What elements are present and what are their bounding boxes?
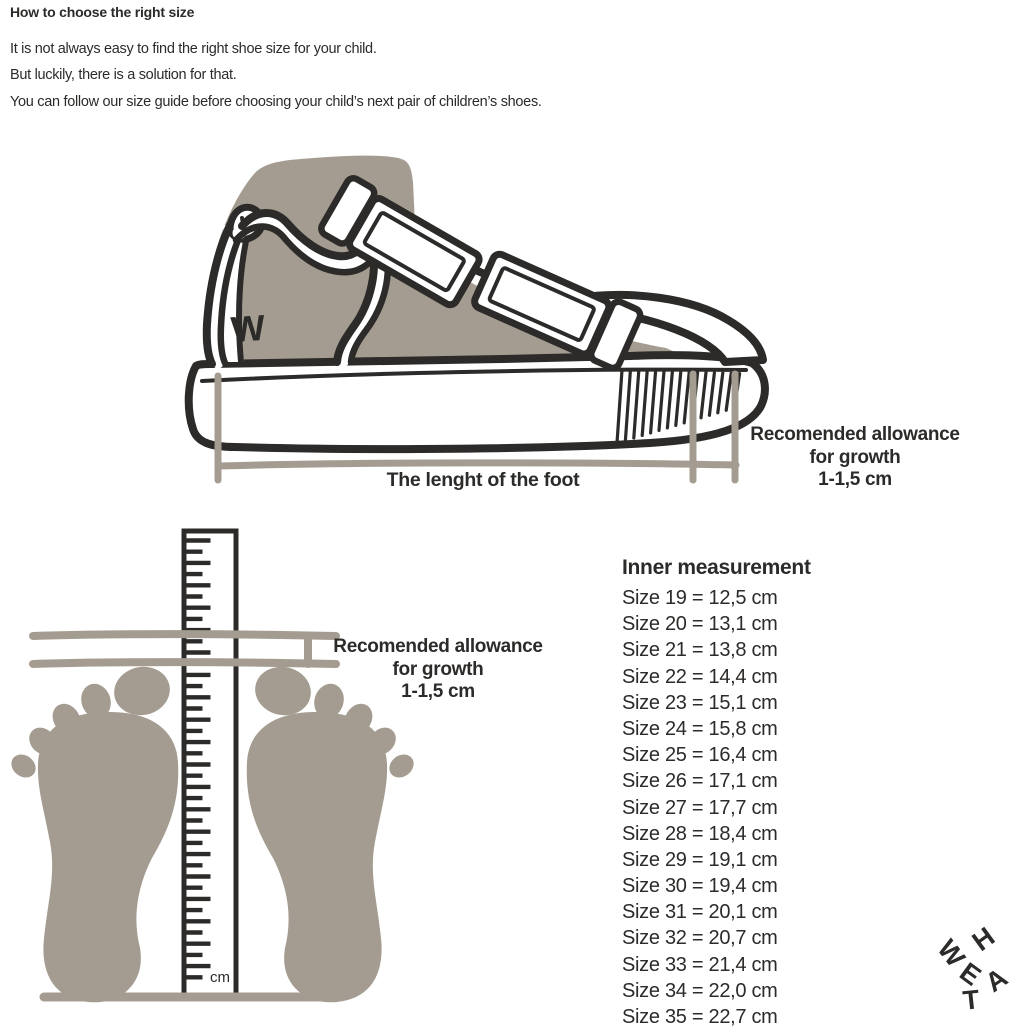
heel-back-outer-line (202, 208, 242, 368)
ruler-growth-note: Recomended allowance for growth 1-1,5 cm (330, 636, 546, 704)
size-table: Inner measurement Size 19 = 12,5 cm Size… (622, 556, 811, 1030)
size-row: Size 31 = 20,1 cm (622, 901, 778, 924)
intro-line-1: It is not always easy to find the right … (10, 41, 377, 57)
toe-2 (81, 683, 111, 719)
size-row: Size 32 = 20,7 cm (622, 927, 778, 950)
foot-length-bracket (214, 370, 740, 484)
heel-panel-line (236, 229, 251, 365)
allowance-line-top (29, 630, 340, 640)
ruler-growth-note-line-3: 1-1,5 cm (401, 681, 475, 702)
size-row: Size 28 = 18,4 cm (622, 822, 778, 845)
size-row: Size 23 = 15,1 cm (622, 691, 778, 714)
intro-line-2: But luckily, there is a solution for tha… (10, 67, 237, 84)
size-row: Size 27 = 17,7 cm (622, 796, 778, 819)
size-row: Size 24 = 15,8 cm (622, 717, 778, 740)
page-title: How to choose the right size (10, 4, 195, 20)
ruler-growth-note-line-1: Recomended allowance (333, 636, 543, 657)
strap1-stitch (362, 211, 466, 293)
big-toe (114, 666, 170, 716)
ruler-ticks (184, 538, 211, 980)
size-row: Size 30 = 19,4 cm (622, 875, 778, 898)
size-row: Size 33 = 21,4 cm (622, 953, 778, 976)
shoe-growth-note-line-2: for growth (809, 446, 901, 468)
ruler-growth-note-line-2: for growth (392, 658, 484, 680)
size-table-heading: Inner measurement (622, 556, 811, 579)
growth-allowance-lines (29, 630, 340, 668)
size-row: Size 22 = 14,4 cm (622, 665, 778, 688)
heel-logo-letter: W (229, 306, 267, 351)
bracket-baseline (214, 459, 740, 470)
shoe-illustration (184, 155, 769, 484)
shoe-growth-note-line-3: 1-1,5 cm (818, 469, 892, 490)
foot-sole (37, 711, 179, 1003)
velcro-strap-2 (471, 250, 644, 372)
measuring-diagram (11, 528, 419, 1003)
intro-paragraph: It is not always easy to find the right … (10, 36, 542, 115)
size-row: Size 19 = 12,5 cm (622, 587, 778, 609)
size-row: Size 29 = 19,1 cm (622, 848, 778, 871)
size-row: Size 20 = 13,1 cm (622, 613, 778, 636)
size-row: Size 35 = 22,7 cm (622, 1006, 778, 1028)
brand-letter-t: T (961, 984, 981, 1016)
size-row: Size 25 = 16,4 cm (622, 744, 778, 767)
strap2-stitch (487, 266, 596, 342)
sole-stitch-line (200, 367, 748, 383)
left-footprint (11, 666, 179, 1003)
size-row: Size 34 = 22,0 cm (622, 979, 778, 1002)
foot-length-label: The lenght of the foot (386, 469, 580, 491)
shoe-upper-shape (207, 155, 682, 366)
ruler-unit-label: cm (210, 969, 230, 986)
shoe-growth-note-line-1: Recomended allowance (750, 424, 960, 445)
strap2-keeper (587, 298, 644, 372)
toe-5 (11, 754, 36, 778)
strap1-body (346, 195, 483, 309)
velcro-strap-1 (318, 174, 483, 309)
right-footprint (246, 661, 419, 1003)
ruler (181, 528, 239, 998)
shoe-growth-note: Recomended allowance for growth 1-1,5 cm (742, 424, 968, 492)
intro-line-3: You can follow our size guide before cho… (10, 93, 542, 110)
size-row: Size 26 = 17,1 cm (622, 770, 778, 793)
size-row: Size 21 = 13,8 cm (622, 639, 778, 662)
allowance-line-bottom (29, 658, 340, 668)
